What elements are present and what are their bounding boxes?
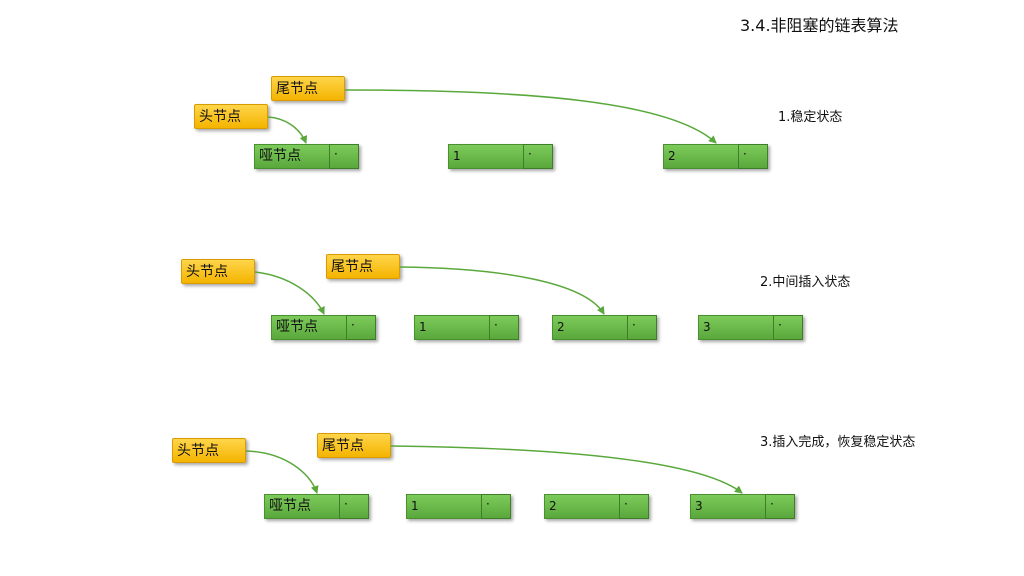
head-arrow-3 xyxy=(245,450,319,494)
next-pointer: · xyxy=(523,144,553,169)
head-arrow-1 xyxy=(267,116,308,144)
list-node: 3 · xyxy=(690,494,795,519)
list-node: 2 · xyxy=(544,494,649,519)
state-3-label: 3.插入完成，恢复稳定状态 xyxy=(760,435,916,450)
tail-pointer-2: 尾节点 xyxy=(326,254,400,279)
page-title: 3.4.非阻塞的链表算法 xyxy=(740,16,899,35)
head-pointer-1: 头节点 xyxy=(194,104,268,129)
list-node: 2 · xyxy=(663,144,768,169)
tail-arrow-2 xyxy=(399,266,605,315)
head-pointer-3: 头节点 xyxy=(172,438,246,463)
next-pointer: · xyxy=(329,144,359,169)
next-pointer: · xyxy=(346,315,376,340)
next-pointer: · xyxy=(481,494,511,519)
node-value: 哑节点 xyxy=(254,144,329,169)
node-value: 2 xyxy=(663,144,738,169)
node-value: 1 xyxy=(414,315,489,340)
node-value: 2 xyxy=(552,315,627,340)
state-2-label: 2.中间插入状态 xyxy=(760,275,851,290)
node-value: 1 xyxy=(448,144,523,169)
list-node: 哑节点 · xyxy=(254,144,359,169)
next-pointer: · xyxy=(339,494,369,519)
next-pointer: · xyxy=(738,144,768,169)
node-value: 哑节点 xyxy=(264,494,339,519)
next-pointer: · xyxy=(773,315,803,340)
tail-arrow-3 xyxy=(390,445,743,494)
list-node: 2 · xyxy=(552,315,657,340)
list-node: 哑节点 · xyxy=(264,494,369,519)
tail-pointer-1: 尾节点 xyxy=(271,76,345,101)
node-value: 3 xyxy=(698,315,773,340)
node-value: 2 xyxy=(544,494,619,519)
next-pointer: · xyxy=(619,494,649,519)
next-pointer: · xyxy=(489,315,519,340)
state-1-label: 1.稳定状态 xyxy=(778,110,843,125)
list-node: 哑节点 · xyxy=(271,315,376,340)
list-node: 1 · xyxy=(448,144,553,169)
next-pointer: · xyxy=(765,494,795,519)
list-node: 1 · xyxy=(406,494,511,519)
tail-pointer-3: 尾节点 xyxy=(317,433,391,458)
list-node: 1 · xyxy=(414,315,519,340)
head-pointer-2: 头节点 xyxy=(181,259,255,284)
next-pointer: · xyxy=(627,315,657,340)
node-value: 3 xyxy=(690,494,765,519)
tail-arrow-1 xyxy=(344,89,717,144)
head-arrow-2 xyxy=(254,271,325,315)
node-value: 哑节点 xyxy=(271,315,346,340)
node-value: 1 xyxy=(406,494,481,519)
list-node: 3 · xyxy=(698,315,803,340)
